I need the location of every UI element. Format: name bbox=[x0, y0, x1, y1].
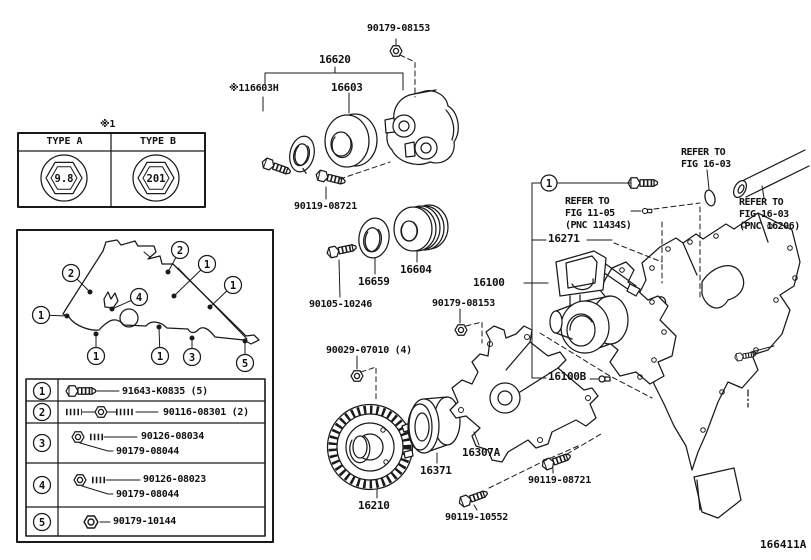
refer-note-line: FIG 11-05 bbox=[565, 208, 615, 219]
part-label-16604: 16604 bbox=[400, 263, 432, 276]
part-label-90029-07010: 90029-07010 (4) bbox=[326, 345, 412, 356]
bolt-location-box: 2 1 2 1 1 4 1 1 3 5 bbox=[16, 229, 274, 543]
part-label-116603h: ※116603H bbox=[229, 83, 279, 94]
refer-note-top: REFER TO FIG 16-03 bbox=[681, 147, 731, 171]
pulley-16371-art bbox=[407, 396, 461, 454]
part-label-16659: 16659 bbox=[358, 275, 390, 288]
type-b-header: TYPE B bbox=[139, 136, 177, 147]
legend-part-5: 90179-10144 bbox=[113, 516, 176, 527]
legend-part-1: 91643-K0835 (5) bbox=[122, 386, 208, 397]
legend-number: 2 bbox=[39, 407, 45, 419]
legend-table: 1 2 3 4 5 bbox=[25, 378, 266, 537]
legend-part-2: 90116-08301 (2) bbox=[163, 407, 249, 418]
type-a-header: TYPE A bbox=[46, 136, 83, 147]
legend-row-numbers: 1 2 3 4 5 bbox=[32, 381, 52, 532]
part-label-16100b: 16100B bbox=[548, 370, 586, 383]
bolt-position-dots bbox=[64, 269, 248, 344]
legend-part-3a: 90126-08034 bbox=[141, 431, 204, 442]
part-label-16371: 16371 bbox=[420, 464, 452, 477]
type-a-bolt-head: 9.8 bbox=[40, 154, 88, 202]
pump-housing-16307a-art bbox=[449, 325, 599, 463]
idler-pulley-16603-art bbox=[324, 113, 378, 168]
refer-note-line: (PNC 16206) bbox=[739, 221, 800, 232]
figure-code: 166411A bbox=[760, 538, 807, 551]
part-label-90105-10246: 90105-10246 bbox=[309, 299, 372, 310]
water-pump-assy-art bbox=[549, 250, 677, 385]
fan-clutch-art bbox=[326, 403, 414, 491]
legend-number: 1 bbox=[39, 386, 45, 398]
type-b-marking: 201 bbox=[147, 173, 166, 185]
part-label-90179-08153-top: 90179-08153 bbox=[367, 23, 430, 34]
refer-note-line: FIG 16-03 bbox=[739, 209, 789, 220]
note-marker: ※1 bbox=[100, 119, 116, 130]
callout-1-marker: 1 bbox=[540, 174, 558, 192]
callout-number: 1 bbox=[93, 351, 99, 363]
callout-number: 5 bbox=[242, 358, 248, 370]
legend-part-4b: 90179-08044 bbox=[116, 489, 179, 500]
dashed-lines bbox=[339, 54, 701, 489]
callout-number: 1 bbox=[157, 351, 163, 363]
type-a-marking: 9.8 bbox=[55, 173, 74, 185]
o-ring-art bbox=[704, 189, 716, 207]
legend-fastener-glyphs bbox=[66, 386, 159, 529]
part-label-90119-10552: 90119-10552 bbox=[445, 512, 508, 523]
part-label-90119-08721-top: 90119-08721 bbox=[294, 201, 357, 212]
part-label-90119-08721-right: 90119-08721 bbox=[528, 475, 591, 486]
pulley-16604-art bbox=[393, 204, 449, 252]
refer-note-line: (PNC 11434S) bbox=[565, 220, 632, 231]
callout-number: 1 bbox=[38, 310, 44, 322]
part-label-16271: 16271 bbox=[548, 232, 580, 245]
callout-number: 1 bbox=[230, 280, 236, 292]
legend-number: 3 bbox=[39, 438, 45, 450]
legend-number: 5 bbox=[39, 517, 45, 529]
callout-markers: 2 1 2 1 1 4 1 1 3 5 bbox=[31, 240, 255, 373]
callout-number: 2 bbox=[177, 245, 183, 257]
refer-note-mid: REFER TO FIG 11-05 (PNC 11434S) bbox=[565, 196, 632, 232]
block-bolt-holes bbox=[649, 222, 798, 433]
refer-note-line: REFER TO bbox=[739, 197, 784, 208]
part-label-90179-08153-mid: 90179-08153 bbox=[432, 298, 495, 309]
part-label-16100: 16100 bbox=[473, 276, 505, 289]
refer-note-line: REFER TO bbox=[565, 196, 610, 207]
refer-note-right: REFER TO FIG 16-03 (PNC 16206) bbox=[739, 197, 800, 233]
part-label-16307a: 16307A bbox=[462, 446, 500, 459]
callout-number: 1 bbox=[204, 259, 210, 271]
pulley-16659-art bbox=[358, 217, 390, 259]
legend-part-4a: 90126-08023 bbox=[143, 474, 206, 485]
callout-1-number: 1 bbox=[546, 178, 552, 190]
callout-number: 3 bbox=[189, 352, 195, 364]
plate-16603h-art bbox=[289, 135, 315, 174]
callout-number: 4 bbox=[136, 292, 142, 304]
tensioner-assy-art bbox=[384, 89, 459, 165]
legend-part-3b: 90179-08044 bbox=[116, 446, 179, 457]
refer-note-line: FIG 16-03 bbox=[681, 159, 731, 170]
refer-note-line: REFER TO bbox=[681, 147, 726, 158]
part-label-16210: 16210 bbox=[358, 499, 390, 512]
part-label-16620: 16620 bbox=[319, 53, 351, 66]
part-label-16603: 16603 bbox=[331, 81, 363, 94]
callout-number: 2 bbox=[68, 268, 74, 280]
legend-number: 4 bbox=[39, 480, 45, 492]
bolt-type-box: 9.8 201 bbox=[17, 132, 206, 208]
leader-lines bbox=[262, 38, 775, 511]
type-b-bolt-head: 201 bbox=[132, 154, 180, 202]
bypass-pipe-art bbox=[732, 149, 810, 199]
